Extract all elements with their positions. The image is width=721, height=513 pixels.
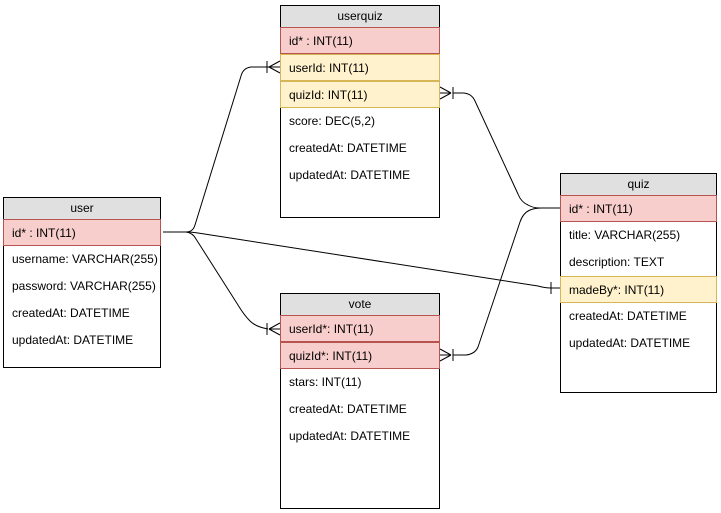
table-quiz-row-5[interactable]: updatedAt: DATETIME — [561, 330, 716, 357]
table-userquiz-row-1-fk[interactable]: userId: INT(11) — [280, 54, 440, 81]
table-quiz-row-4[interactable]: createdAt: DATETIME — [561, 303, 716, 330]
table-vote-row-4[interactable]: updatedAt: DATETIME — [281, 423, 439, 450]
table-user-row-3[interactable]: createdAt: DATETIME — [4, 300, 160, 327]
edge-user-id-to-vote-userId[interactable] — [163, 231, 269, 330]
edge-vote-quizId-to-quiz-id-many-marker — [439, 348, 452, 362]
table-vote-row-0-pk[interactable]: userId*: INT(11) — [280, 315, 440, 342]
edge-userquiz-quizId-to-quiz-id-many-marker — [439, 86, 452, 100]
table-userquiz-row-4[interactable]: createdAt: DATETIME — [281, 135, 439, 162]
table-vote-row-2[interactable]: stars: INT(11) — [281, 369, 439, 396]
edge-user-id-to-vote-userId-many-marker — [268, 322, 281, 336]
table-quiz-title[interactable]: quiz — [561, 174, 716, 195]
table-quiz-row-0-pk[interactable]: id* : INT(11) — [560, 195, 717, 222]
table-user-row-1[interactable]: username: VARCHAR(255) — [4, 246, 160, 273]
edge-vote-quizId-to-quiz-id[interactable] — [453, 207, 560, 356]
table-userquiz-title[interactable]: userquiz — [281, 6, 439, 27]
table-userquiz-row-2-fk[interactable]: quizId: INT(11) — [280, 81, 440, 108]
table-userquiz-row-0-pk[interactable]: id* : INT(11) — [280, 27, 440, 54]
table-vote-title[interactable]: vote — [281, 294, 439, 315]
table-user-title[interactable]: user — [4, 198, 160, 219]
edge-user-id-to-quiz-madeBy[interactable] — [163, 231, 560, 289]
edge-user-id-to-userquiz-userId[interactable] — [163, 66, 269, 233]
table-vote-row-1-pk[interactable]: quizId*: INT(11) — [280, 342, 440, 369]
table-user-row-4[interactable]: updatedAt: DATETIME — [4, 327, 160, 354]
table-user-row-0-pk[interactable]: id* : INT(11) — [3, 219, 161, 246]
edge-user-id-to-userquiz-userId-many-marker — [268, 60, 281, 74]
table-quiz-row-1[interactable]: title: VARCHAR(255) — [561, 222, 716, 249]
table-quiz-row-3-fk[interactable]: madeBy*: INT(11) — [560, 276, 717, 303]
table-userquiz-row-3[interactable]: score: DEC(5,2) — [281, 108, 439, 135]
table-vote-row-3[interactable]: createdAt: DATETIME — [281, 396, 439, 423]
table-userquiz-row-5[interactable]: updatedAt: DATETIME — [281, 162, 439, 189]
edge-userquiz-quizId-to-quiz-id[interactable] — [453, 92, 560, 209]
table-user-row-2[interactable]: password: VARCHAR(255) — [4, 273, 160, 300]
table-quiz-row-2[interactable]: description: TEXT — [561, 249, 716, 276]
